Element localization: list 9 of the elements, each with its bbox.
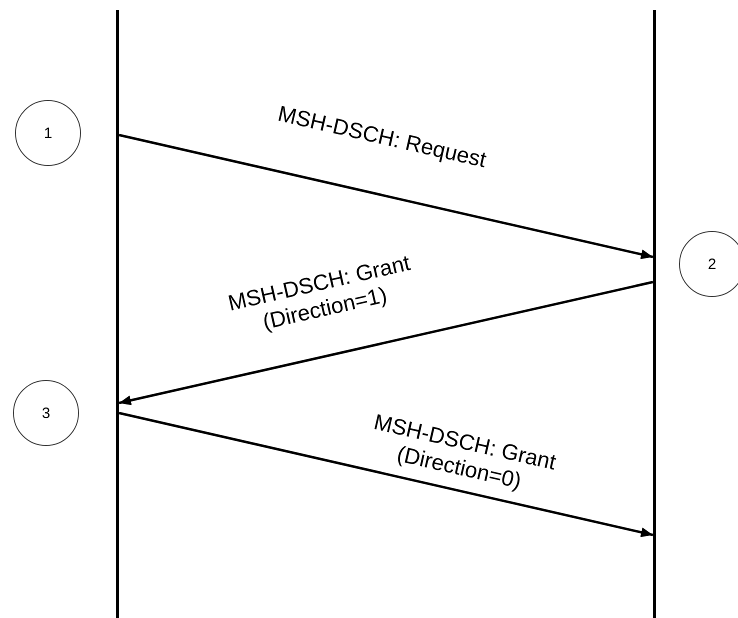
step-number: 1 bbox=[44, 124, 52, 142]
message-arrow bbox=[118, 280, 654, 406]
message-arrow bbox=[118, 134, 654, 260]
lifeline bbox=[116, 10, 119, 618]
step-circle bbox=[679, 231, 738, 297]
step-number: 3 bbox=[42, 404, 50, 422]
lifeline bbox=[653, 10, 656, 618]
message-arrow bbox=[118, 412, 654, 538]
step-number: 2 bbox=[708, 256, 716, 272]
